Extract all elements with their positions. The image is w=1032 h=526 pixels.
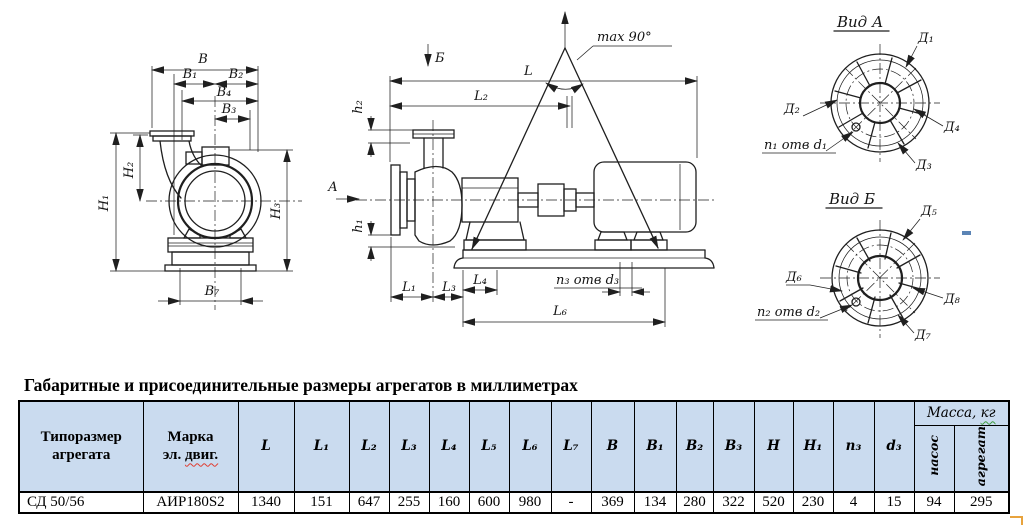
cell-value: 295 bbox=[953, 490, 1010, 514]
cell-value: 647 bbox=[348, 490, 390, 514]
header-dim: L₄ bbox=[428, 400, 470, 493]
flange-b-bolt-hole bbox=[851, 297, 861, 307]
cell-value: 94 bbox=[913, 490, 955, 514]
header-dim: L₂ bbox=[348, 400, 390, 493]
dim-label-l: L bbox=[523, 64, 533, 79]
header-dim: H bbox=[753, 400, 794, 493]
flange-b-holes-label: n₂ отв d₂ bbox=[757, 305, 820, 320]
pump-front-view: B B₁ B₂ B₄ B₃ H₂ H₁ H₃ B₇ bbox=[97, 52, 302, 310]
cell-value: 520 bbox=[753, 490, 794, 514]
cell-value: 980 bbox=[508, 490, 552, 514]
cell-value: - bbox=[550, 490, 592, 514]
cell-value: 15 bbox=[873, 490, 915, 514]
cell-value: 1340 bbox=[237, 490, 295, 514]
cell-typesize: СД 50/56 bbox=[18, 490, 144, 514]
dim-label-b4: B₄ bbox=[216, 85, 232, 100]
flange-a-holes-label: n₁ отв d₁ bbox=[764, 138, 827, 153]
cell-motor: АИР180S2 bbox=[142, 490, 239, 514]
cell-value: 600 bbox=[468, 490, 510, 514]
motor-brand-line2b: двиг. bbox=[184, 447, 219, 464]
cell-value: 151 bbox=[293, 490, 350, 514]
dim-label-l2: L₂ bbox=[473, 89, 488, 104]
flange-a-bolt-hole bbox=[851, 122, 861, 132]
view-a-direction-label: А bbox=[327, 180, 338, 195]
mass-unit: кг bbox=[980, 405, 996, 422]
dim-label-h2-side: h₂ bbox=[351, 100, 366, 114]
dim-label-l3: L₃ bbox=[441, 280, 456, 295]
motor-brand-line2a: эл. bbox=[162, 447, 182, 464]
cell-value: 230 bbox=[792, 490, 834, 514]
header-mass-pump: насос bbox=[913, 424, 955, 493]
table-row: СД 50/56 АИР180S2 1340 151 647 255 160 6… bbox=[18, 490, 1010, 514]
dim-label-b1: B₁ bbox=[182, 67, 198, 82]
cell-value: 4 bbox=[832, 490, 875, 514]
cell-value: 322 bbox=[712, 490, 755, 514]
pump-assembly-drawing: B B₁ B₂ B₄ B₃ H₂ H₁ H₃ B₇ bbox=[97, 11, 971, 343]
motor-brand-line1: Марка bbox=[167, 428, 214, 445]
header-dim: B₁ bbox=[633, 400, 677, 493]
dim-label-l4: L₄ bbox=[472, 273, 487, 288]
cell-value: 160 bbox=[428, 490, 470, 514]
flange-view-a: Вид А Д₁ Д₂ Д₄ Д₃ n₁ отв d₁ bbox=[762, 13, 960, 173]
blue-cursor-artifact bbox=[962, 231, 971, 235]
dia-label-d1: Д₁ bbox=[917, 31, 934, 46]
flange-view-b: Вид Б Д₅ Д₆ Д₈ Д₇ n₂ отв d₂ bbox=[755, 190, 971, 343]
dia-label-d8: Д₈ bbox=[943, 292, 961, 307]
casing-side bbox=[414, 165, 463, 246]
cell-value: 280 bbox=[675, 490, 714, 514]
page-title: Габаритные и присоединительные размеры а… bbox=[24, 375, 578, 395]
dia-label-d2: Д₂ bbox=[783, 102, 800, 117]
header-dim: L₃ bbox=[388, 400, 430, 493]
dim-label-b7: B₇ bbox=[204, 284, 221, 299]
volute-casing bbox=[168, 154, 262, 248]
view-b-title: Вид Б bbox=[828, 190, 875, 208]
header-dim: B bbox=[590, 400, 635, 493]
header-dim: d₃ bbox=[873, 400, 915, 493]
dia-label-d4: Д₄ bbox=[943, 120, 960, 135]
dim-label-l1: L₁ bbox=[401, 280, 416, 295]
dia-label-d5: Д₅ bbox=[920, 204, 938, 219]
cell-value: 369 bbox=[590, 490, 635, 514]
header-dim: H₁ bbox=[792, 400, 834, 493]
cell-value: 134 bbox=[633, 490, 677, 514]
header-motor-brand: Марка эл. двиг. bbox=[142, 400, 239, 493]
header-mass-group: Масса, кг bbox=[913, 400, 1010, 426]
crop-mark-corner bbox=[1010, 516, 1023, 525]
header-dim: L₆ bbox=[508, 400, 552, 493]
dim-label-b3: B₃ bbox=[221, 102, 237, 117]
header-dim: n₃ bbox=[832, 400, 875, 493]
mass-label: Масса, bbox=[926, 405, 977, 422]
max-angle-label: max 90° bbox=[597, 30, 652, 45]
dim-label-h1: H₁ bbox=[97, 195, 112, 213]
pump-unit-side-view: max 90° Б А L L₂ h₂ h₁ L₁ L₃ bbox=[327, 11, 716, 327]
dim-label-b: B bbox=[197, 52, 208, 67]
frame-holes-label: n₃ отв d₃ bbox=[556, 273, 619, 288]
header-dim: B₂ bbox=[675, 400, 714, 493]
header-typesize: Типоразмер агрегата bbox=[18, 400, 144, 493]
dim-label-l6: L₆ bbox=[552, 304, 567, 319]
header-dim: L₇ bbox=[550, 400, 592, 493]
dim-label-b2: B₂ bbox=[228, 67, 244, 82]
dim-label-h3: H₃ bbox=[269, 203, 284, 221]
dia-label-d3: Д₃ bbox=[915, 158, 932, 173]
dimensions-table: Типоразмер агрегата Марка эл. двиг. L L₁… bbox=[18, 400, 1010, 514]
header-dim: L₅ bbox=[468, 400, 510, 493]
header-dim: B₃ bbox=[712, 400, 755, 493]
flange-b-spokes bbox=[835, 232, 925, 324]
dia-label-d7: Д₇ bbox=[914, 328, 932, 343]
dia-label-d6: Д₆ bbox=[785, 270, 802, 285]
header-mass-unit-total: агрегат bbox=[953, 424, 1010, 493]
dim-label-h1-side: h₁ bbox=[351, 219, 366, 233]
view-a-title: Вид А bbox=[836, 13, 883, 31]
header-dim: L₁ bbox=[293, 400, 350, 493]
cell-value: 255 bbox=[388, 490, 430, 514]
header-dim: L bbox=[237, 400, 295, 493]
view-b-direction-label: Б bbox=[434, 51, 445, 66]
discharge-flange bbox=[149, 130, 195, 137]
dim-label-h2: H₂ bbox=[122, 162, 137, 180]
